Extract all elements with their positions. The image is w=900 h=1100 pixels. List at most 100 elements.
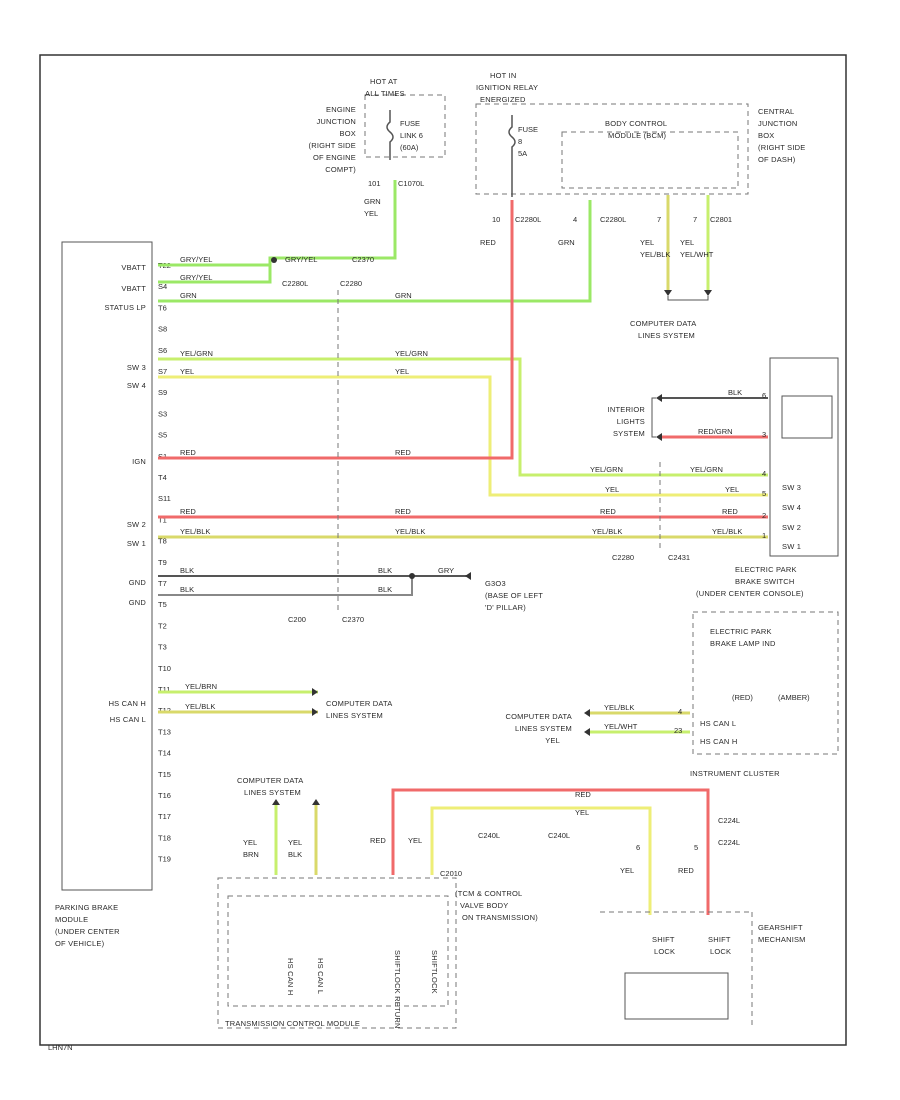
svg-text:YEL/BLK: YEL/BLK (604, 703, 634, 712)
svg-text:LINK 6: LINK 6 (400, 131, 423, 140)
svg-text:YEL: YEL (680, 238, 694, 247)
wire-ign-red (158, 200, 514, 460)
parking-brake-pin-labels: VBATT VBATT STATUS LP SW 3 SW 4 IGN SW 2… (104, 263, 146, 724)
svg-text:SHIFTLOCK RETURN: SHIFTLOCK RETURN (393, 950, 402, 1029)
svg-text:BLK: BLK (288, 850, 302, 859)
svg-text:SW 4: SW 4 (127, 381, 146, 390)
svg-text:HS CAN H: HS CAN H (700, 737, 737, 746)
svg-text:(RIGHT SIDE: (RIGHT SIDE (758, 143, 805, 152)
svg-text:8: 8 (518, 137, 522, 146)
svg-text:YEL: YEL (640, 238, 654, 247)
wire-status-lp-grn (158, 200, 592, 303)
svg-text:COMPUTER DATA: COMPUTER DATA (237, 776, 304, 785)
svg-text:COMPT): COMPT) (325, 165, 356, 174)
svg-text:YEL: YEL (575, 808, 589, 817)
svg-text:YEL: YEL (180, 367, 194, 376)
svg-text:BODY CONTROL: BODY CONTROL (605, 119, 667, 128)
svg-text:YEL/BLK: YEL/BLK (592, 527, 622, 536)
svg-text:VALVE BODY: VALVE BODY (460, 901, 508, 910)
pin-number: T7 (158, 579, 167, 588)
svg-text:SW 1: SW 1 (782, 542, 801, 551)
svg-text:2: 2 (762, 511, 766, 520)
svg-text:101: 101 (368, 179, 381, 188)
svg-text:C2370: C2370 (342, 615, 364, 624)
wire-gnd-2 (158, 576, 413, 596)
svg-text:BRN: BRN (243, 850, 259, 859)
svg-text:ELECTRIC PARK: ELECTRIC PARK (710, 627, 772, 636)
pin-number: T9 (158, 558, 167, 567)
svg-text:MECHANISM: MECHANISM (758, 935, 806, 944)
pin-number: S5 (158, 431, 167, 440)
svg-text:7: 7 (657, 215, 661, 224)
shift-lock-solenoid (624, 972, 729, 1020)
svg-text:FUSE: FUSE (400, 119, 420, 128)
svg-text:STATUS LP: STATUS LP (104, 303, 146, 312)
svg-text:7: 7 (693, 215, 697, 224)
svg-text:RED: RED (395, 507, 411, 516)
svg-text:YEL/BLK: YEL/BLK (712, 527, 742, 536)
central-junction-box (475, 103, 749, 195)
svg-text:GRY/YEL: GRY/YEL (285, 255, 317, 264)
svg-text:3: 3 (762, 430, 766, 439)
svg-text:SHIFT: SHIFT (652, 935, 675, 944)
svg-text:5A: 5A (518, 149, 527, 158)
svg-text:YEL/BLK: YEL/BLK (640, 250, 670, 259)
svg-text:C2280: C2280 (612, 553, 634, 562)
svg-text:YEL/BRN: YEL/BRN (185, 682, 217, 691)
svg-text:BLK: BLK (180, 566, 194, 575)
svg-text:GRY: GRY (438, 566, 454, 575)
svg-text:RED: RED (575, 790, 591, 799)
pin-number: T14 (158, 749, 171, 758)
svg-text:GRY/YEL: GRY/YEL (180, 255, 212, 264)
svg-text:GRY/YEL: GRY/YEL (180, 273, 212, 282)
parking-brake-module-box (61, 241, 153, 891)
svg-text:RED: RED (370, 836, 386, 845)
parking-brake-pin-numbers: T22S4T6S8S6S7S9S3S5S1T4S11T1T8T9T7T5T2T3… (158, 261, 171, 864)
svg-text:RED: RED (180, 448, 196, 457)
svg-text:LINES SYSTEM: LINES SYSTEM (326, 711, 383, 720)
svg-text:C224L: C224L (718, 816, 740, 825)
pin-number: T5 (158, 600, 167, 609)
svg-text:MODULE (BCM): MODULE (BCM) (608, 131, 667, 140)
transmission-control-module-box (217, 877, 457, 1029)
svg-text:RED: RED (395, 448, 411, 457)
svg-text:BLK: BLK (378, 566, 392, 575)
svg-text:HS CAN H: HS CAN H (109, 699, 146, 708)
svg-text:BLK: BLK (378, 585, 392, 594)
svg-text:(UNDER CENTER: (UNDER CENTER (55, 927, 120, 936)
svg-text:GEARSHIFT: GEARSHIFT (758, 923, 803, 932)
svg-text:(RED): (RED) (732, 693, 753, 702)
wire-sw4-yel (158, 375, 768, 497)
svg-text:PARKING BRAKE: PARKING BRAKE (55, 903, 118, 912)
svg-text:SHIFTLOCK: SHIFTLOCK (430, 950, 439, 994)
svg-text:LOCK: LOCK (654, 947, 675, 956)
svg-text:C2010: C2010 (440, 869, 462, 878)
svg-text:SW 4: SW 4 (782, 503, 801, 512)
svg-text:ON TRANSMISSION): ON TRANSMISSION) (462, 913, 538, 922)
pin-number: T19 (158, 855, 171, 864)
ground-symbol (465, 572, 471, 580)
svg-text:5: 5 (762, 489, 766, 498)
svg-text:C2801: C2801 (710, 215, 732, 224)
svg-text:SW 2: SW 2 (127, 520, 146, 529)
svg-text:BOX: BOX (758, 131, 774, 140)
svg-text:SW 1: SW 1 (127, 539, 146, 548)
svg-text:RED: RED (180, 507, 196, 516)
svg-text:C2280L: C2280L (600, 215, 626, 224)
svg-text:ALL TIMES: ALL TIMES (365, 89, 405, 98)
svg-text:YEL/BLK: YEL/BLK (185, 702, 215, 711)
svg-text:GRN: GRN (395, 291, 412, 300)
svg-text:(BASE OF LEFT: (BASE OF LEFT (485, 591, 543, 600)
svg-text:C2280: C2280 (340, 279, 362, 288)
svg-text:TRANSMISSION CONTROL MODULE: TRANSMISSION CONTROL MODULE (225, 1019, 360, 1028)
svg-text:FUSE: FUSE (518, 125, 538, 134)
svg-text:YEL/GRN: YEL/GRN (690, 465, 723, 474)
wire-shiftlock-yel (430, 806, 652, 915)
svg-text:(UNDER CENTER CONSOLE): (UNDER CENTER CONSOLE) (696, 589, 804, 598)
svg-text:4: 4 (573, 215, 577, 224)
svg-text:BLK: BLK (728, 388, 742, 397)
svg-text:4: 4 (762, 469, 766, 478)
pin-number: T18 (158, 833, 171, 842)
svg-text:HS CAN H: HS CAN H (286, 958, 295, 995)
